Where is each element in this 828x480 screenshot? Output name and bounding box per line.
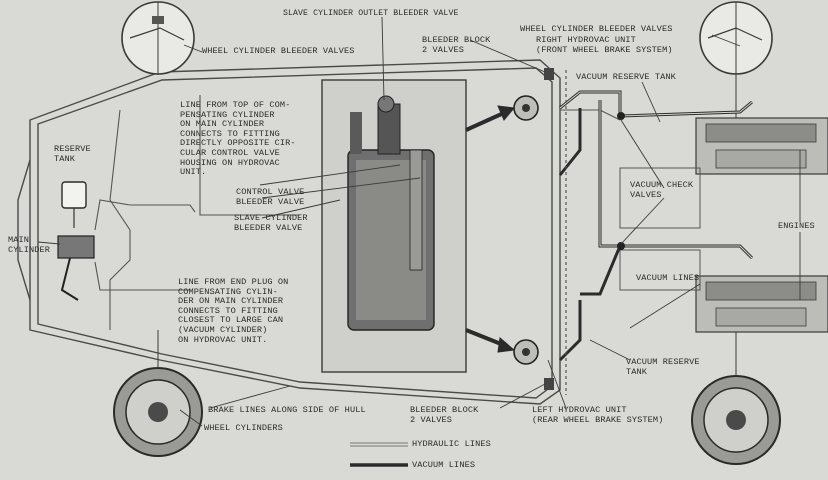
label-engines: ENGINES — [778, 221, 815, 231]
label-bleeder-block-bottom: BLEEDER BLOCK 2 VALVES — [410, 405, 479, 425]
right-hydrovac-unit — [513, 95, 539, 121]
label-right-hydrovac: RIGHT HYDROVAC UNIT (FRONT WHEEL BRAKE S… — [536, 35, 673, 55]
engines-block — [619, 117, 828, 333]
main-cylinder — [57, 235, 95, 301]
left-hydrovac-unit — [513, 339, 539, 365]
vacuum-check-valve-bottom — [617, 242, 625, 250]
vacuum-line-highlights — [559, 91, 753, 259]
label-wheel-bleeder-left: WHEEL CYLINDER BLEEDER VALVES — [202, 46, 355, 56]
legend-vacuum-label: VACUUM LINES — [412, 460, 476, 470]
bleeder-block-top — [544, 68, 554, 80]
label-vacuum-check-valves: VACUUM CHECK VALVES — [630, 180, 694, 200]
bleeder-block-bottom — [544, 378, 554, 390]
hull-outline — [17, 59, 561, 405]
frame-lines — [94, 95, 621, 330]
label-wheel-cylinders: WHEEL CYLINDERS — [204, 423, 283, 433]
label-vacuum-lines: VACUUM LINES — [636, 273, 700, 283]
label-line-from-end: LINE FROM END PLUG ON COMPENSATING CYLIN… — [178, 277, 289, 345]
front-left-wheel — [121, 1, 195, 75]
reserve-tank — [61, 181, 87, 228]
label-reserve-tank: RESERVE TANK — [54, 144, 91, 164]
hydrovac-inset — [321, 79, 467, 373]
label-main-cylinder: MAIN CYLINDER — [8, 235, 51, 255]
pointer-arrows — [465, 105, 516, 353]
label-control-valve-bleeder: CONTROL VALVE BLEEDER VALVE — [236, 187, 305, 207]
label-wheel-bleeder-right: WHEEL CYLINDER BLEEDER VALVES — [520, 24, 673, 34]
legend — [350, 442, 408, 467]
rear-right-wheel — [691, 330, 781, 465]
label-slave-outlet-bleeder: SLAVE CYLINDER OUTLET BLEEDER VALVE — [283, 9, 459, 18]
front-right-wheel — [699, 1, 773, 120]
label-brake-lines-hull: BRAKE LINES ALONG SIDE OF HULL — [208, 405, 366, 415]
vacuum-check-valve-top — [617, 112, 625, 120]
label-vacuum-reserve-bottom: VACUUM RESERVE TANK — [626, 357, 700, 377]
label-vacuum-reserve-top: VACUUM RESERVE TANK — [576, 72, 676, 82]
rear-left-wheel — [113, 330, 203, 457]
label-slave-bleeder: SLAVE CYLINDER BLEEDER VALVE — [234, 213, 308, 233]
leader-lines — [37, 16, 801, 427]
label-left-hydrovac: LEFT HYDROVAC UNIT (REAR WHEEL BRAKE SYS… — [532, 405, 664, 425]
label-bleeder-block-top: BLEEDER BLOCK 2 VALVES — [422, 35, 491, 55]
legend-hydraulic-label: HYDRAULIC LINES — [412, 439, 491, 449]
label-line-from-top: LINE FROM TOP OF COM- PENSATING CYLINDER… — [180, 100, 296, 178]
